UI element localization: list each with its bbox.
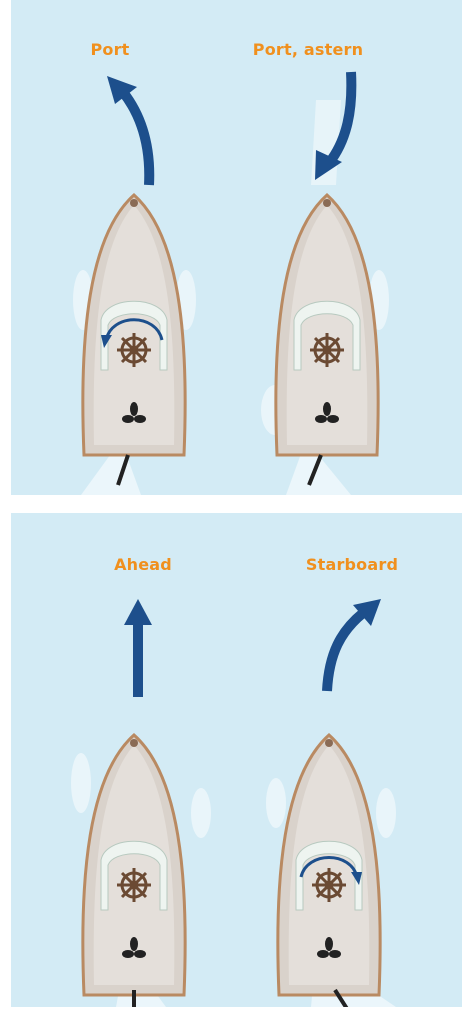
arrow-port [123,92,149,185]
helm-wheel-icon [310,333,344,367]
bottom-scene [11,513,462,1007]
helm-wheel-icon [312,868,346,902]
boat-left [83,195,185,485]
boat-right [276,195,378,485]
boat-left [83,735,185,1007]
boat-right [278,735,380,1007]
diagram-panel-top: Port Port, astern [11,0,462,495]
helm-wheel-icon [117,333,151,367]
helm-wheel-icon [117,868,151,902]
arrow-starboard [327,613,363,691]
top-scene [11,0,462,495]
arrow-ahead-head [124,599,152,625]
diagram-panel-bottom: Ahead Starboard [11,513,462,1007]
